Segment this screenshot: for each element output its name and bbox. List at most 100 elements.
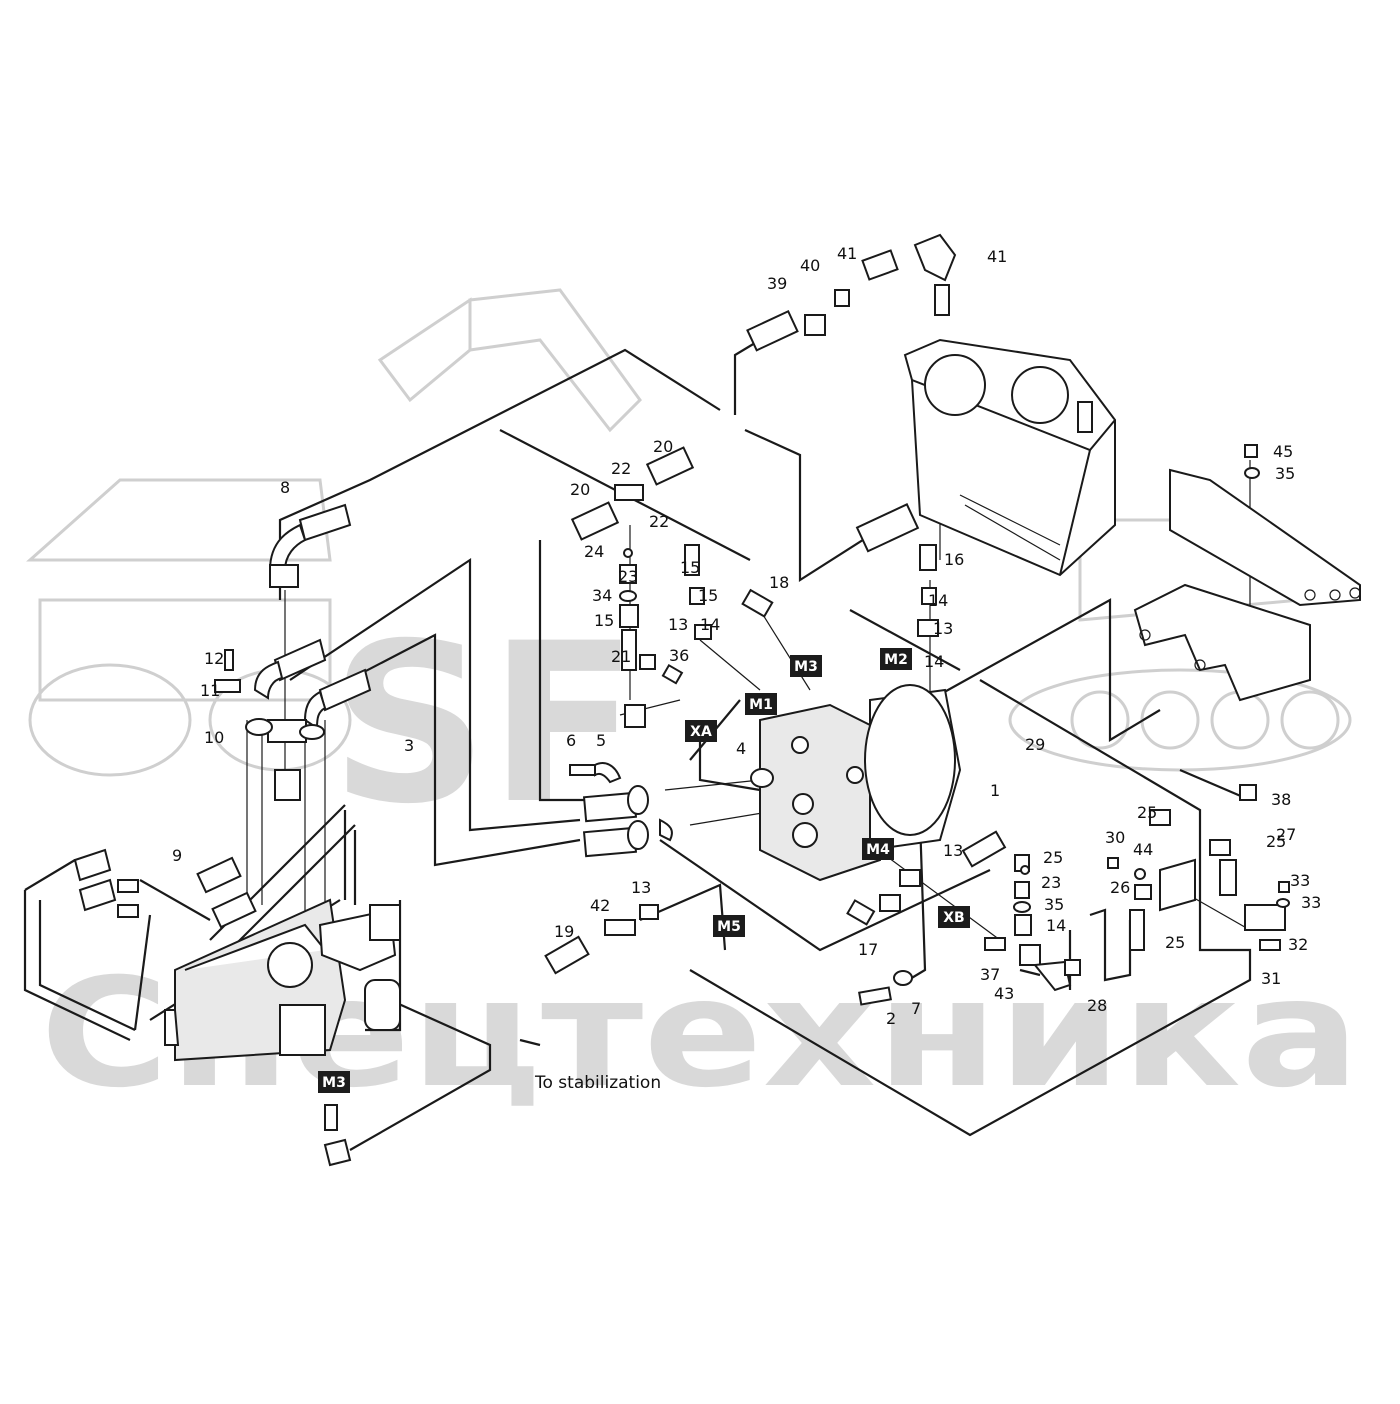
callout-13: 13 (933, 619, 953, 638)
callout-25: 25 (1137, 803, 1157, 822)
marker-m2: M2 (880, 648, 912, 670)
callout-13: 13 (668, 615, 688, 634)
callout-15: 15 (594, 611, 614, 630)
callout-15: 15 (698, 586, 718, 605)
marker-label: XB (943, 910, 964, 926)
callout-43: 43 (994, 984, 1014, 1003)
callout-3: 3 (404, 736, 414, 755)
callout-16: 16 (944, 550, 964, 569)
callout-1: 1 (990, 781, 1000, 800)
callout-13: 13 (631, 878, 651, 897)
callout-11: 11 (200, 681, 220, 700)
callout-33: 33 (1290, 871, 1310, 890)
callout-14: 14 (700, 615, 720, 634)
marker-box (880, 648, 912, 670)
callout-20: 20 (653, 437, 673, 456)
callout-26: 26 (1110, 878, 1130, 897)
marker-box (938, 906, 970, 928)
callout-15: 15 (680, 558, 700, 577)
callout-25: 25 (1043, 848, 1063, 867)
callout-37: 37 (980, 965, 1000, 984)
mounting-bracket-45 (1133, 583, 1311, 702)
callout-44: 44 (1133, 840, 1153, 859)
marker-box (713, 915, 745, 937)
callout-41: 41 (987, 247, 1007, 266)
callout-2: 2 (886, 1009, 896, 1028)
callout-27: 27 (1276, 825, 1296, 844)
small-fittings (117, 233, 1290, 1131)
callout-36: 36 (669, 646, 689, 665)
callout-41: 41 (837, 244, 857, 263)
callout-14: 14 (924, 652, 944, 671)
watermark-excavator (26, 288, 1352, 777)
callout-17: 17 (858, 940, 878, 959)
marker-label: XA (690, 724, 712, 740)
callout-14: 14 (928, 591, 948, 610)
hose-fittings (73, 309, 1007, 1167)
callout-5: 5 (596, 731, 606, 750)
callout-33: 33 (1301, 893, 1321, 912)
callout-32: 32 (1288, 935, 1308, 954)
marker-label: M3 (794, 659, 818, 675)
marker-m1: M1 (745, 693, 777, 715)
marker-label: M3 (322, 1075, 346, 1091)
o-rings (245, 467, 1290, 986)
hydraulic-pump (164, 898, 397, 1062)
marker-m3: M3 (790, 655, 822, 677)
hydraulic-tank (903, 338, 1116, 577)
callout-24: 24 (584, 542, 604, 561)
marker-xa: XA (685, 720, 717, 742)
callout-31: 31 (1261, 969, 1281, 988)
marker-box (685, 720, 717, 742)
callout-35: 35 (1044, 895, 1064, 914)
callout-19: 19 (554, 922, 574, 941)
callout-45: 45 (1273, 442, 1293, 461)
callout-20: 20 (570, 480, 590, 499)
callout-28: 28 (1087, 996, 1107, 1015)
marker-label: M4 (866, 842, 890, 858)
callout-29: 29 (1025, 735, 1045, 754)
callout-18: 18 (769, 573, 789, 592)
callout-23: 23 (618, 567, 638, 586)
callout-13: 13 (943, 841, 963, 860)
callout-10: 10 (204, 728, 224, 747)
marker-label: M1 (749, 697, 773, 713)
callout-8: 8 (280, 478, 290, 497)
callout-40: 40 (800, 256, 820, 275)
callout-35: 35 (1275, 464, 1295, 483)
marker-box (318, 1071, 350, 1093)
note-to-stabilization: To stabilization (534, 1073, 661, 1093)
callout-22: 22 (611, 459, 631, 478)
callout-25: 25 (1266, 832, 1286, 851)
mounting-bracket-44 (1169, 468, 1361, 607)
callout-42: 42 (590, 896, 610, 915)
callout-12: 12 (204, 649, 224, 668)
marker-box (745, 693, 777, 715)
callout-9: 9 (172, 846, 182, 865)
callout-21: 21 (611, 647, 631, 666)
hydraulic-motor (759, 684, 962, 882)
marker-m5: M5 (713, 915, 745, 937)
callout-34: 34 (592, 586, 612, 605)
callout-23: 23 (1041, 873, 1061, 892)
callout-30: 30 (1105, 828, 1125, 847)
valve-block-24 (1159, 858, 1286, 931)
callout-6: 6 (566, 731, 576, 750)
marker-box (790, 655, 822, 677)
marker-label: M5 (717, 919, 741, 935)
callout-38: 38 (1271, 790, 1291, 809)
callout-25: 25 (1165, 933, 1185, 952)
marker-m3: M3 (318, 1071, 350, 1093)
marker-box (862, 838, 894, 860)
callout-14: 14 (1046, 916, 1066, 935)
callout-22: 22 (649, 512, 669, 531)
marker-xb: XB (938, 906, 970, 928)
callout-39: 39 (767, 274, 787, 293)
marker-label: M2 (884, 652, 908, 668)
callout-7: 7 (911, 999, 921, 1018)
marker-m4: M4 (862, 838, 894, 860)
